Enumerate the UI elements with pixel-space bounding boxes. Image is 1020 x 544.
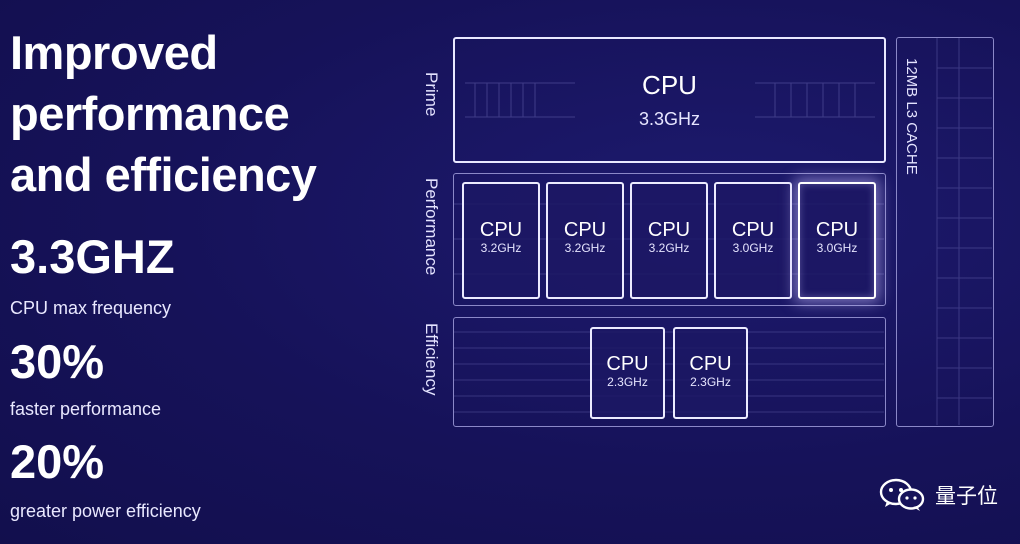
core-name: CPU — [689, 353, 732, 375]
row-label-prime: Prime — [422, 72, 441, 117]
core-name: CPU — [731, 219, 775, 241]
wechat-icon — [879, 478, 925, 511]
core-name: CPU — [563, 219, 607, 241]
efficiency-core-1: CPU 2.3GHz — [590, 327, 665, 419]
stat-frequency-value: 3.3GHZ — [10, 230, 175, 283]
performance-core-5-highlighted: CPU 3.0GHz — [798, 182, 876, 299]
performance-core-2: CPU 3.2GHz — [546, 182, 624, 299]
stat-efficiency-label: greater power efficiency — [10, 501, 201, 521]
performance-core-1: CPU 3.2GHz — [462, 182, 540, 299]
core-frequency: 3.2GHz — [480, 241, 522, 255]
performance-core-3: CPU 3.2GHz — [630, 182, 708, 299]
watermark: 量子位 — [878, 476, 998, 514]
row-label-performance: Performance — [422, 178, 441, 276]
headline-line-1: Improved — [10, 26, 218, 79]
core-frequency: 3.2GHz — [648, 241, 690, 255]
core-name: CPU — [606, 353, 649, 375]
performance-block: CPU 3.2GHz CPU 3.2GHz CPU 3.2GHz CPU 3.0… — [453, 173, 886, 306]
l3-cache-label: 12MB L3 CACHE — [903, 58, 920, 175]
stat-frequency-label: CPU max frequency — [10, 298, 172, 318]
efficiency-core-2: CPU 2.3GHz — [673, 327, 748, 419]
stat-efficiency-value: 20% — [10, 435, 105, 488]
stat-performance-label: faster performance — [10, 399, 162, 419]
stat-performance-value: 30% — [10, 335, 105, 388]
core-frequency: 2.3GHz — [607, 375, 648, 389]
core-name: CPU — [647, 219, 691, 241]
watermark-text: 量子位 — [935, 484, 998, 508]
core-name: CPU — [815, 219, 859, 241]
core-name: CPU — [479, 219, 523, 241]
prime-block: CPU 3.3GHz — [453, 37, 886, 163]
core-frequency: 3.2GHz — [564, 241, 606, 255]
headline-line-2: performance — [10, 87, 290, 140]
efficiency-grid-pattern — [454, 331, 884, 413]
prime-core-name: CPU — [642, 70, 697, 100]
core-frequency: 3.0GHz — [732, 241, 774, 255]
headline-line-3: and efficiency — [10, 148, 317, 201]
performance-core-4: CPU 3.0GHz — [714, 182, 792, 299]
headline: Improved performance and efficiency — [10, 22, 317, 205]
efficiency-block: CPU 2.3GHz CPU 2.3GHz — [453, 317, 886, 427]
prime-core-frequency: 3.3GHz — [638, 109, 701, 129]
core-frequency: 2.3GHz — [690, 375, 731, 389]
row-label-efficiency: Efficiency — [422, 323, 441, 396]
core-frequency: 3.0GHz — [816, 241, 858, 255]
